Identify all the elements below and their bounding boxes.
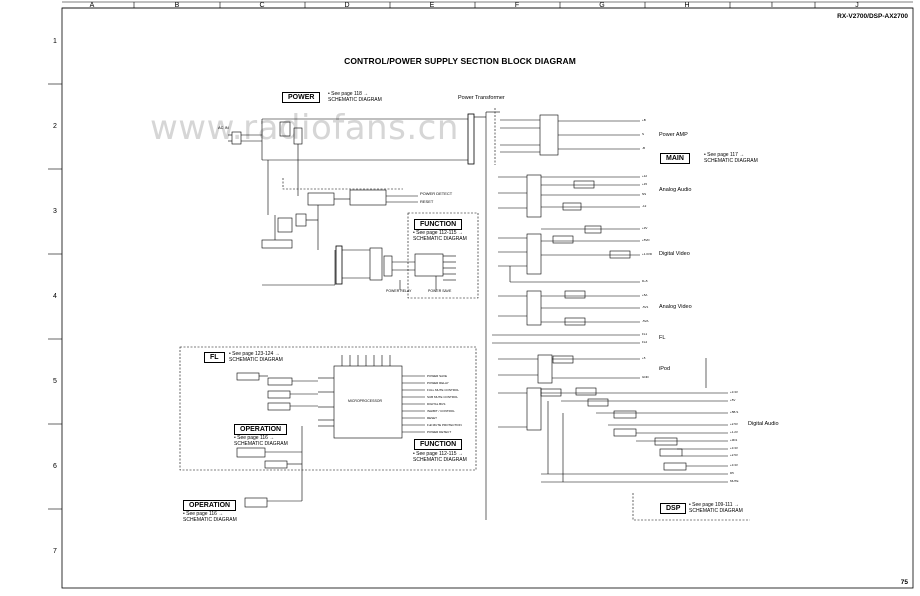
microprocessor-label: MICROPROCESSOR [348,399,383,403]
supply-label: +3D1 [730,438,738,442]
supply-label: -B [642,146,645,150]
column-h: H [684,2,690,9]
supply-label: +3.3V [730,446,738,450]
row-3: 3 [53,208,57,215]
power-ref-diagram: SCHEMATIC DIAGRAM [328,97,382,103]
micro-signal: POWER RELAY [427,381,449,385]
page-number: 75 [900,579,908,586]
micro-signal: POWER SAVE [427,374,447,378]
supply-label: D+5 [642,279,648,283]
reset-label: RESET [420,199,434,204]
row-1: 1 [53,38,57,45]
supply-label: -5V1 [642,305,649,309]
micro-signal: RESET [427,416,438,420]
supply-label: -12 [642,204,647,208]
operation-ref-diagram: SCHEMATIC DIAGRAM [234,441,288,447]
supply-label: +3V [642,226,648,230]
column-g: G [599,2,605,9]
micro-signal: INHIBIT / CONTROL [427,409,455,413]
section-ipod: iPod [659,366,671,372]
supply-label: NS [642,192,647,196]
main-ref-diagram: SCHEMATIC DIAGRAM [704,158,758,164]
supply-label: +5B.S [730,410,739,414]
column-d: D [344,2,350,9]
power-ref-page: • See page 118 → [328,91,369,97]
supply-label: +1.2V [730,430,738,434]
function-ref-box-top[interactable]: FUNCTION [414,219,463,230]
supply-label: +5 [642,356,646,360]
supply-label: +3.3V [730,390,738,394]
model-number: RX-V2700/DSP-AX2700 [837,13,908,20]
supply-label: MUTE [730,479,739,483]
section-analog-audio: Analog Audio [659,187,692,193]
watermark: www.radiofans.cn [150,108,459,148]
supply-label: FL1 [642,332,648,336]
section-digital-audio: Digital Audio [748,421,779,427]
operation-ref-box[interactable]: OPERATION [234,424,288,435]
page-title: CONTROL/POWER SUPPLY SECTION BLOCK DIAGR… [344,56,576,66]
function-ref-page-bottom: • See page 112-115 → [413,451,463,457]
supply-label: +5V [730,398,736,402]
supply-label: +2.5V [730,422,738,426]
fl-ref-page: • See page 123-124 → [229,351,280,357]
micro-signal: DIGITAL BUS [427,402,446,406]
column-e: E [429,2,435,9]
section-analog-video: Analog Video [659,304,692,310]
column-c: C [259,2,265,9]
function-ref-page-top: • See page 112-115 → [413,230,463,236]
supply-label: S [642,132,645,136]
supply-label: +3.3V [730,463,738,467]
dsp-ref-page: • See page 109-111 → [689,502,739,508]
supply-label: +1.0VD [642,252,653,256]
micro-signal: Full MUTE PROTECTION [427,423,462,427]
operation-ref-page: • See page 116 → [234,435,275,441]
supply-label: D5 [730,471,734,475]
dsp-ref-box[interactable]: DSP [660,503,687,514]
section-digital-video: Digital Video [659,251,690,257]
row-4: 4 [53,293,57,300]
operation-ref-diagram-2: SCHEMATIC DIAGRAM [183,517,237,523]
row-5: 5 [53,378,57,385]
column-j: J [855,2,859,9]
ac-in-label: AC IN [218,125,229,130]
power-save-label: POWER SAVE [428,289,452,293]
row-7: 7 [53,548,57,555]
main-ref-page: • See page 117 → [704,152,745,158]
column-a: A [89,2,95,9]
supply-label: +12 [642,174,648,178]
row-6: 6 [53,463,57,470]
section-power-amp: Power AMP [659,132,688,138]
section-fl: FL [659,335,666,341]
power-ref-box[interactable]: POWER [282,92,321,103]
fl-ref-diagram: SCHEMATIC DIAGRAM [229,357,283,363]
function-ref-diagram-bottom: SCHEMATIC DIAGRAM [413,457,467,463]
micro-signal: SUB MUTE CONTROL [427,395,459,399]
column-b: B [174,2,180,9]
power-relay-label: POWER RELAY [386,289,412,293]
power-transformer-label: Power Transformer [458,95,505,101]
power-detect-label: POWER DETECT [420,191,453,196]
fl-ref-box[interactable]: FL [204,352,225,363]
supply-label: +5VD [642,238,650,242]
micro-signal: FULL MUTE CONTROL [427,388,460,392]
function-ref-box-bottom[interactable]: FUNCTION [414,439,463,450]
supply-label: -5VA [642,319,649,323]
row-2: 2 [53,123,57,130]
dsp-ref-diagram: SCHEMATIC DIAGRAM [689,508,743,514]
column-f: F [514,2,520,9]
supply-label: GND [642,375,649,379]
supply-label: +15 [642,182,648,186]
supply-label: FL2 [642,340,648,344]
supply-label: +2.5V [730,453,738,457]
column-i: I [771,2,773,9]
function-ref-diagram-top: SCHEMATIC DIAGRAM [413,236,467,242]
micro-signal: POWER DETECT [427,430,452,434]
supply-label: +5A [642,293,648,297]
supply-label: +B [642,118,646,122]
main-ref-box[interactable]: MAIN [660,153,690,164]
operation-ref-box-2[interactable]: OPERATION [183,500,237,511]
operation-ref-page-2: • See page 116 → [183,511,224,517]
